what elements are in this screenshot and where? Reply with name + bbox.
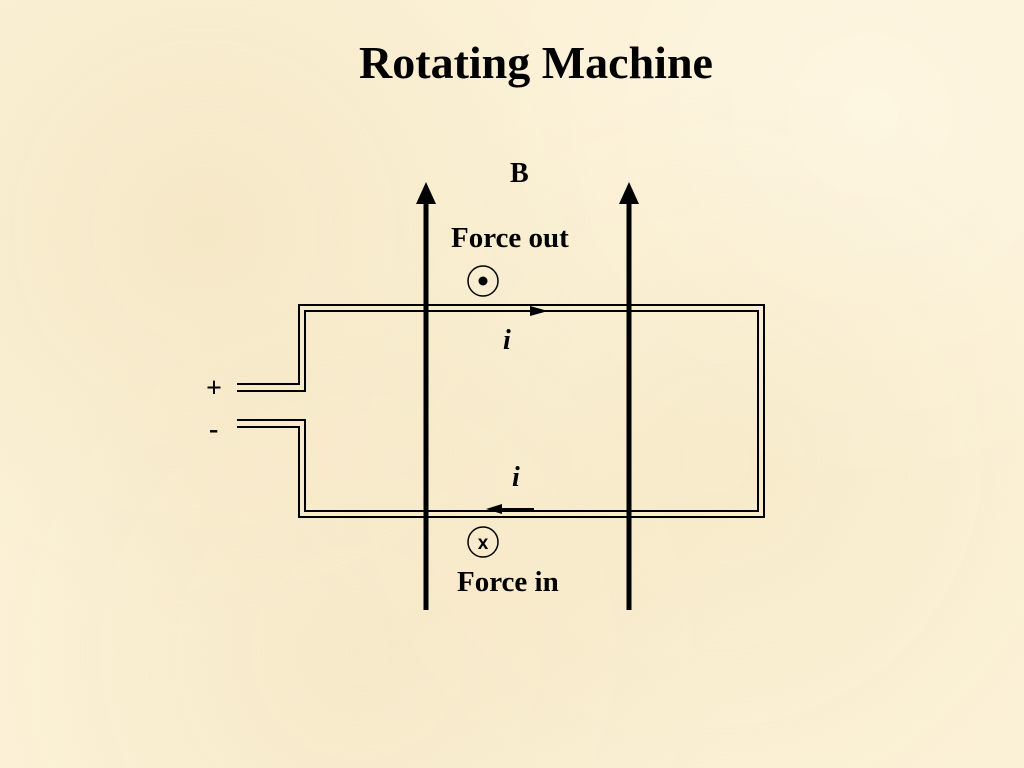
current-arrow-bottom [486,504,534,514]
slide-title: Rotating Machine [359,37,713,88]
into-page-cross-glyph: x [478,533,489,554]
wire-loop-inner [237,310,759,512]
out-of-page-dot-icon [467,265,499,297]
into-page-cross-icon: x [467,526,499,558]
field-arrow-right [619,182,639,610]
terminal-negative-label: - [209,414,219,445]
force-in-label: Force in [457,566,559,598]
wire-loop [237,304,765,518]
terminal-positive-label: + [206,373,222,404]
current-label-bottom: i [512,462,520,493]
current-arrow-top [498,306,548,316]
field-arrow-left [416,182,436,610]
current-label-top: i [503,325,511,356]
force-out-label: Force out [451,222,569,254]
wire-loop-outer [237,304,765,518]
field-label: B [510,158,529,189]
